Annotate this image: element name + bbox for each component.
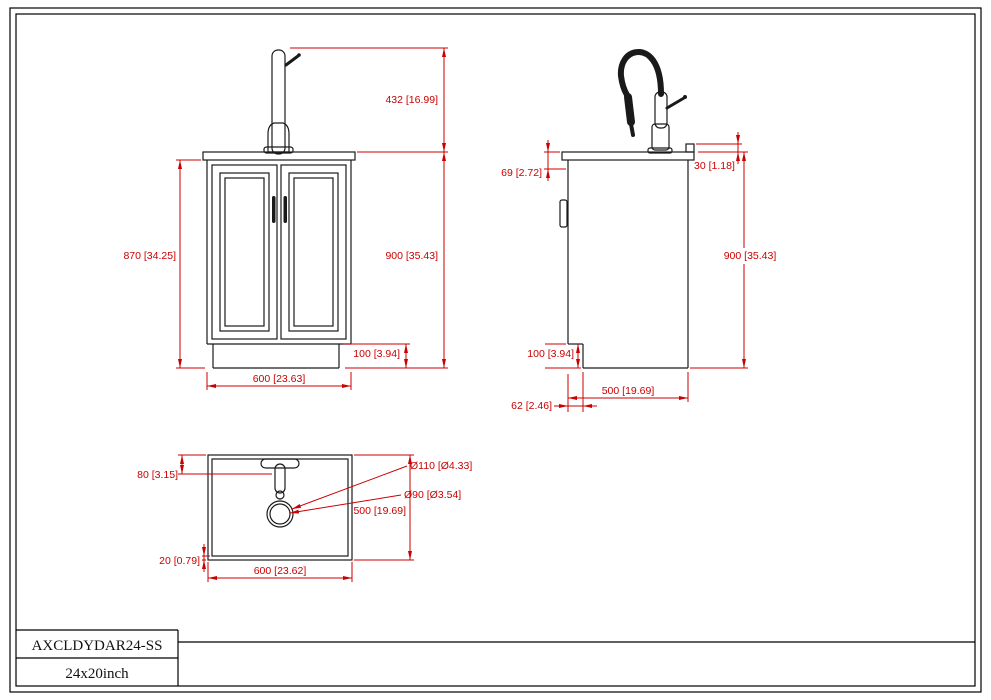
side-cabinet-outline	[559, 143, 695, 369]
side-dim-depth: 500 [19.69]	[602, 385, 655, 397]
top-drain	[266, 500, 294, 528]
top-dim-edge-offset: 20 [0.79]	[159, 555, 200, 567]
leader-drain-outer	[291, 465, 408, 510]
model-number: AXCLDYDAR24-SS	[32, 638, 163, 654]
product-size: 24x20inch	[65, 666, 129, 682]
title-block-text: AXCLDYDAR24-SS 24x20inch	[32, 638, 163, 682]
top-view	[207, 454, 353, 561]
front-view-dimensions	[176, 47, 448, 390]
top-dim-depth: 500 [19.69]	[353, 505, 406, 517]
top-sink-outline	[207, 454, 353, 561]
top-dim-width: 600 [23.62]	[254, 565, 307, 577]
top-view-dimensions	[178, 454, 414, 582]
top-dim-drain-outer: Ø110 [Ø4.33]	[410, 460, 472, 472]
side-faucet	[617, 48, 687, 154]
side-dim-counter-front: 69 [2.72]	[501, 167, 542, 179]
backsplash	[685, 143, 695, 153]
side-dim-toe-kick-depth: 62 [2.46]	[511, 400, 552, 412]
front-dim-faucet-height: 432 [16.99]	[385, 94, 438, 106]
front-faucet	[263, 49, 301, 155]
side-dim-toe-kick-height: 100 [3.94]	[527, 348, 574, 360]
top-faucet	[260, 458, 300, 500]
top-view-dimension-labels: 80 [3.15] 20 [0.79] 600 [23.62] 500 [19.…	[137, 460, 472, 577]
side-door-handle	[559, 199, 568, 228]
leader-drain-inner	[289, 494, 402, 514]
front-dim-total-height: 900 [35.43]	[385, 250, 438, 262]
title-block	[16, 629, 975, 686]
front-dim-cabinet-height: 870 [34.25]	[123, 250, 176, 262]
side-view-dimensions	[544, 132, 748, 412]
front-door-handles	[272, 196, 287, 223]
sheet-border	[9, 7, 982, 693]
side-view-dimension-labels: 69 [2.72] 30 [1.18] 900 [35.43] 100 [3.9…	[501, 160, 776, 412]
side-view	[559, 48, 695, 369]
top-dim-faucet-offset: 80 [3.15]	[137, 469, 178, 481]
front-view-dimension-labels: 432 [16.99] 900 [35.43] 100 [3.94] 870 […	[123, 94, 438, 385]
side-dim-backsplash: 30 [1.18]	[694, 160, 735, 172]
front-dim-width: 600 [23.63]	[253, 373, 306, 385]
front-dim-toe-kick-height: 100 [3.94]	[353, 348, 400, 360]
front-view	[202, 49, 356, 369]
front-cabinet-doors	[211, 164, 347, 340]
front-cabinet-outline	[202, 151, 356, 369]
side-dim-total-height: 900 [35.43]	[724, 250, 777, 262]
top-dim-drain-inner: Ø90 [Ø3.54]	[404, 489, 461, 501]
